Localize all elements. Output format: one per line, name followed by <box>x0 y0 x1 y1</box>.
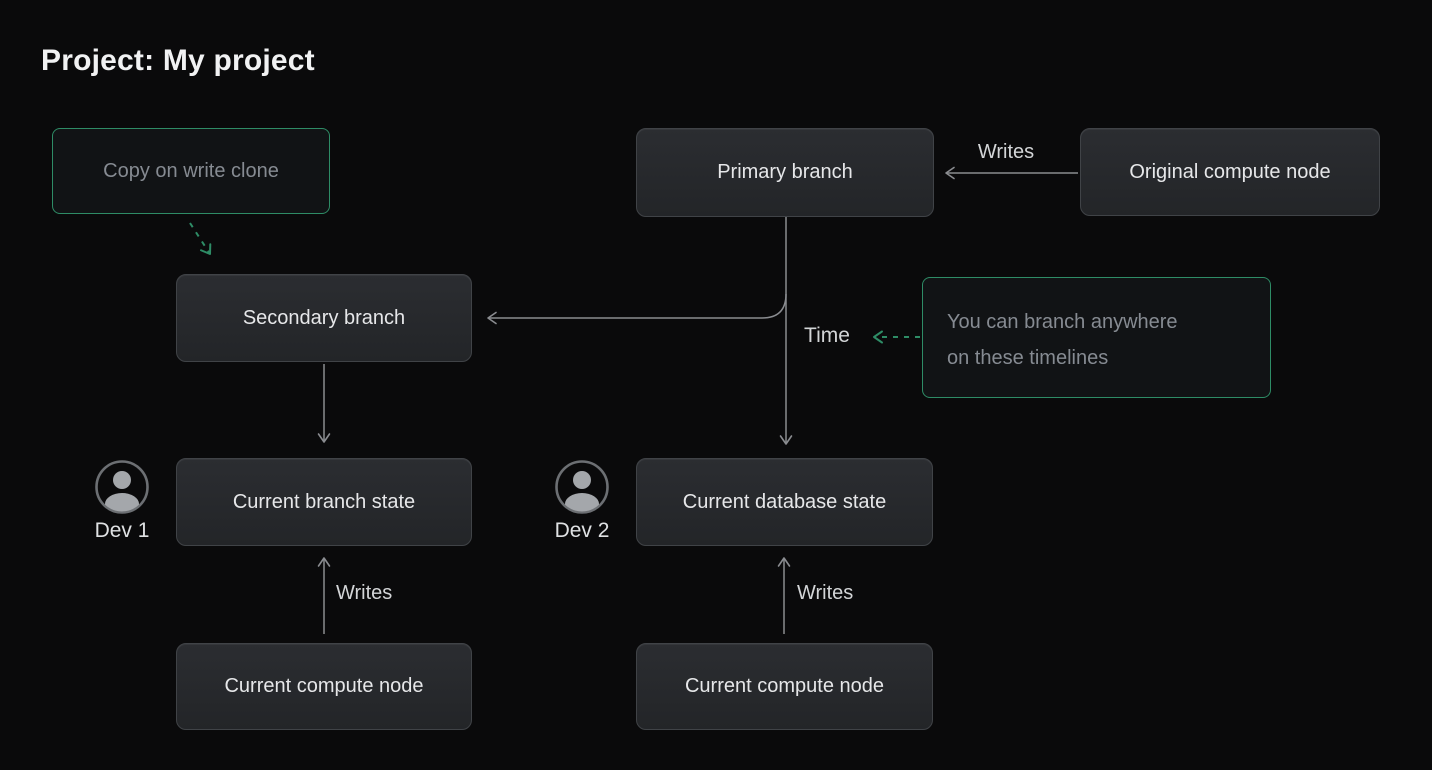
dev1-group: Dev 1 <box>90 459 154 543</box>
page-title: Project: My project <box>41 44 315 77</box>
dev1-label: Dev 1 <box>94 519 150 542</box>
time-label: Time <box>804 324 850 347</box>
dev2-label: Dev 2 <box>554 519 610 542</box>
note-copy-on-write-clone: Copy on write clone <box>52 128 330 214</box>
node-current-branch-state: Current branch state <box>176 458 472 546</box>
node-current-branch-state-label: Current branch state <box>232 490 416 513</box>
node-original-compute-node: Original compute node <box>1080 128 1380 216</box>
edge-clone-annotation <box>189 222 212 255</box>
user-icon <box>95 460 149 514</box>
edge-primary-to-secondary-branch <box>487 293 787 325</box>
node-current-database-state-label: Current database state <box>682 490 887 513</box>
node-current-compute-node-left-label: Current compute node <box>224 675 424 697</box>
writes-label-right: Writes <box>797 582 854 604</box>
dev2-group: Dev 2 <box>550 459 614 543</box>
writes-label-top: Writes <box>977 141 1035 163</box>
node-primary-branch: Primary branch <box>636 128 934 217</box>
node-primary-branch-label: Primary branch <box>717 161 853 183</box>
user-icon <box>555 460 609 514</box>
node-current-compute-node-right-label: Current compute node <box>684 675 884 697</box>
writes-label-left: Writes <box>336 582 393 604</box>
node-original-compute-node-label: Original compute node <box>1129 160 1331 183</box>
node-current-compute-node-right: Current compute node <box>636 643 933 730</box>
node-secondary-branch-label: Secondary branch <box>242 306 406 329</box>
node-current-compute-node-left: Current compute node <box>176 643 472 730</box>
node-secondary-branch: Secondary branch <box>176 274 472 362</box>
note-branch-anywhere-label: You can branch anywhere on these timelin… <box>947 311 1178 369</box>
node-current-database-state: Current database state <box>636 458 933 546</box>
note-copy-on-write-clone-label: Copy on write clone <box>103 159 279 182</box>
note-branch-anywhere: You can branch anywhere on these timelin… <box>922 277 1271 398</box>
